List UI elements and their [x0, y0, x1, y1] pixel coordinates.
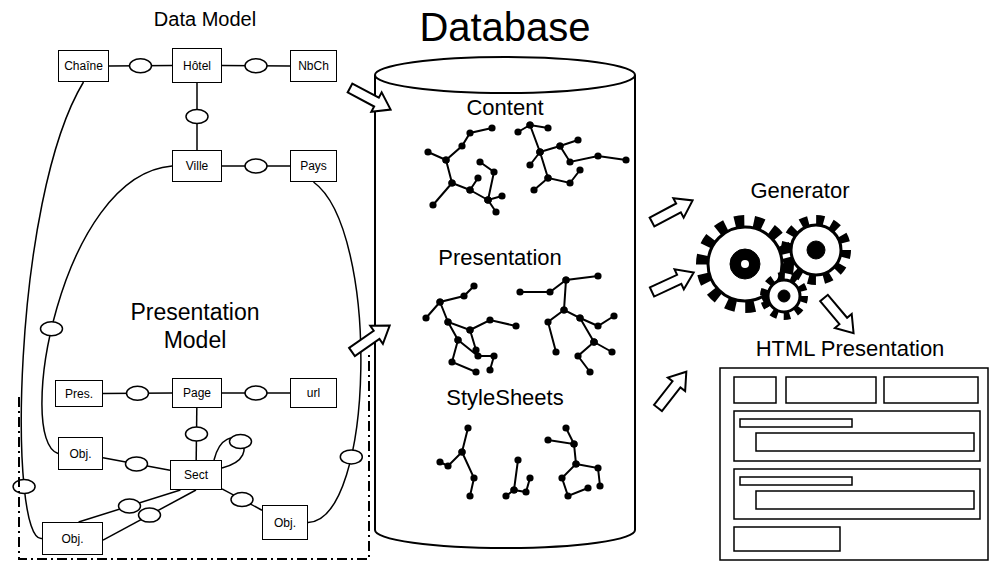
part-label: Generator	[735, 178, 865, 203]
relationship-marker	[119, 499, 141, 513]
part-label: Presentation	[400, 245, 600, 270]
relationship-marker	[40, 322, 62, 336]
relationship-marker	[340, 450, 362, 464]
relationship-connector	[222, 59, 290, 73]
relationship-marker	[245, 159, 267, 173]
relationship-marker	[230, 435, 252, 449]
entity-box: Sect	[170, 460, 222, 490]
node-text: Sect	[184, 468, 208, 482]
node-text: Obj.	[274, 516, 296, 530]
node-text: Presentation Model	[110, 298, 280, 354]
entity-box: Ville	[172, 150, 222, 182]
node-text: Pays	[300, 159, 327, 173]
node-text: Hôtel	[183, 59, 211, 73]
relationship-marker	[126, 457, 148, 471]
flow-arrow	[345, 78, 862, 414]
connector-line	[222, 489, 262, 510]
relationship-marker	[186, 110, 208, 124]
node-text: Pres.	[65, 387, 93, 401]
node-text: Obj.	[69, 447, 91, 461]
entity-box: Chaîne	[58, 50, 109, 82]
connector-line	[103, 458, 170, 470]
relationship-connector	[103, 457, 170, 471]
node-text: Obj.	[61, 532, 83, 546]
relationship-marker	[245, 59, 267, 73]
relationship-connector	[103, 386, 172, 400]
relationship-connector	[222, 489, 262, 510]
relationship-connector	[13, 82, 83, 539]
node-text: Chaîne	[64, 59, 103, 73]
node-text: Page	[183, 386, 211, 400]
gear-icon	[702, 220, 846, 316]
entity-box: url	[290, 378, 337, 408]
relationship-marker	[139, 508, 161, 522]
entity-box: Obj.	[42, 522, 103, 555]
connector-line	[103, 490, 196, 540]
part-label: StyleSheets	[405, 385, 605, 410]
part-label: HTML Presentation	[712, 336, 988, 361]
relationship-marker	[245, 386, 267, 400]
relationship-marker	[231, 493, 253, 507]
node-text: Ville	[186, 159, 208, 173]
diagram-title: Database	[375, 4, 635, 50]
entity-box: Hôtel	[172, 48, 222, 83]
relationship-marker	[130, 59, 152, 73]
relationship-marker	[127, 386, 149, 400]
graph-drawing	[426, 125, 626, 496]
node-text: NbCh	[298, 59, 329, 73]
model-region: Presentation ModelPres.PageurlObj.SectOb…	[15, 292, 373, 562]
connector-line	[21, 82, 83, 539]
entity-box: Pres.	[55, 380, 103, 407]
relationship-connector	[103, 490, 196, 540]
part-label: Data Model	[140, 8, 270, 31]
relationship-connector	[222, 159, 290, 173]
entity-box: Obj.	[58, 437, 103, 470]
entity-box: NbCh	[290, 50, 337, 82]
html-page-mockup	[720, 368, 988, 560]
relationship-marker	[13, 480, 35, 494]
relationship-connector	[186, 408, 208, 460]
entity-box: Obj.	[262, 505, 308, 540]
relationship-connector	[109, 59, 172, 73]
node-text: url	[307, 386, 320, 400]
relationship-connector	[186, 83, 208, 150]
database-cylinder	[375, 57, 635, 548]
dash-dot-outline	[19, 352, 369, 559]
entity-box: Pays	[290, 150, 337, 182]
entity-box: Page	[172, 378, 222, 408]
relationship-connector	[222, 386, 290, 400]
part-label: Content	[405, 95, 605, 120]
relationship-marker	[186, 427, 208, 441]
